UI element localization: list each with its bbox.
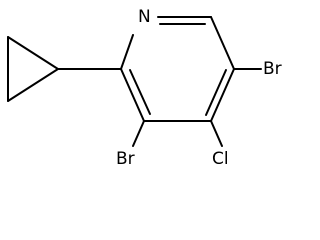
atom-label-nitrogen: N	[138, 7, 151, 27]
bond-c3-c2	[120, 68, 145, 122]
bond-c2-n1	[120, 34, 134, 70]
bond-c3-c2-inner	[129, 69, 151, 115]
molecule-structure: N Br Cl Br	[7, 7, 282, 169]
bond-c5-c4-inner	[205, 69, 227, 116]
bond-c5-c4	[210, 68, 235, 122]
bond-cyclopropyl-c	[7, 68, 59, 102]
atom-label-bromine-5: Br	[263, 59, 282, 79]
bond-cyclopropyl-a	[7, 36, 59, 70]
bond-c3-br	[132, 120, 145, 147]
atom-label-bromine-3: Br	[116, 149, 135, 169]
bond-c4-cl	[210, 120, 223, 147]
bond-c6-c5	[210, 16, 235, 70]
atom-label-chlorine-4: Cl	[212, 149, 229, 169]
